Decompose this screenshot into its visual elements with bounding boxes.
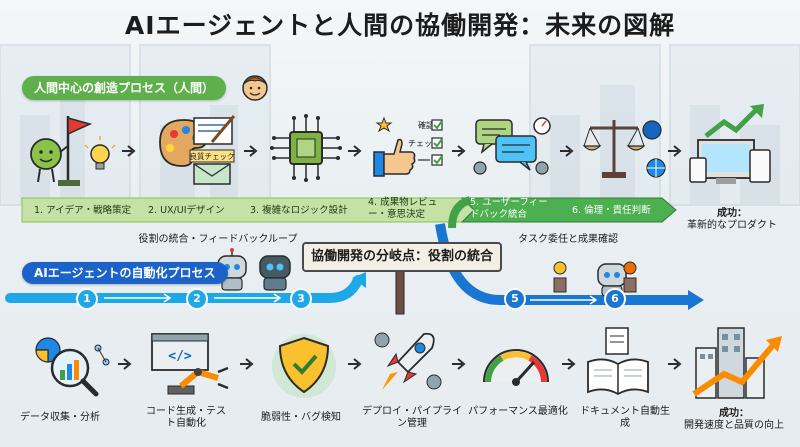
ai-step-6: ドキュメント自動生成: [580, 406, 670, 429]
arrow-right-icon: [118, 358, 132, 370]
arrow-right-icon: [562, 358, 576, 370]
arrow-right-icon: [560, 145, 574, 157]
human-success-caption: 成功： 革新的なプロダクト: [676, 208, 788, 232]
delegation-label: タスク委任と成果確認: [518, 234, 618, 245]
person-avatar-icon: [242, 75, 268, 101]
arrow-right-icon: [348, 145, 362, 157]
ai-step-5: パフォーマンス最適化: [468, 406, 568, 417]
human-success-title: 成功：: [717, 208, 747, 219]
ai-step-number-5: 5: [504, 288, 526, 310]
human-process-label: 人間中心の創造プロセス（人間）: [22, 76, 227, 100]
code-robot-arm-icon: </>: [151, 333, 229, 395]
page-title: AIエージェントと人間の協働開発：未来の図解: [124, 11, 676, 40]
human-success-subtitle: 革新的なプロダクト: [687, 220, 777, 231]
arrow-right-icon: [240, 358, 254, 370]
human-process-ribbon: [21, 197, 677, 223]
check-text-1: 確認: [418, 120, 434, 130]
idea-character-icon: [30, 116, 116, 186]
human-step-2: 2. UX/UIデザイン: [148, 205, 225, 216]
arrow-right-icon: [452, 358, 466, 370]
human-step-3: 3. 複雑なロジック設計: [250, 205, 348, 216]
human-step-1: 1. アイデア・戦略策定: [34, 205, 132, 216]
data-analysis-icon: [35, 337, 110, 397]
ai-step-number-1: 1: [76, 288, 98, 310]
human-step-6: 6. 倫理・責任判断: [572, 205, 651, 216]
ai-process-label: AIエージェントの自動化プロセス: [22, 262, 228, 284]
ai-step-number-6: 6: [604, 288, 626, 310]
feedback-chat-icon: [473, 117, 551, 175]
check-text-2: チェック: [408, 139, 440, 148]
security-shield-icon: [272, 334, 336, 398]
arrow-right-icon: [348, 358, 362, 370]
ai-step-2: コード生成・テスト自動化: [146, 406, 226, 429]
success-product-icon: [689, 104, 771, 184]
code-glyph: </>: [168, 349, 192, 364]
ethics-scale-icon: [582, 120, 666, 178]
design-note-text: 良質チェック: [190, 151, 235, 161]
logic-circuit-icon: [270, 114, 342, 182]
feedback-loop-label: 役割の統合・フィードバックループ: [138, 234, 298, 245]
ai-step-number-3: 3: [290, 288, 312, 310]
documentation-book-icon: [587, 327, 649, 396]
ai-success-title: 成功：: [719, 408, 749, 419]
arrow-right-icon: [244, 145, 258, 157]
ai-success-caption: 成功： 開発速度と品質の向上: [672, 408, 796, 432]
arrow-right-icon: [452, 145, 466, 157]
ai-step-3: 脆弱性・バグ検知: [261, 412, 341, 423]
palette-design-icon: 良質チェック: [159, 115, 236, 185]
human-step-4: 4. 成果物レビュー・意思決定: [368, 197, 438, 220]
ai-step-4: デプロイ・パイプライン管理: [362, 406, 462, 429]
arrow-right-icon: [122, 145, 136, 157]
ai-step-1: データ収集・分析: [20, 412, 100, 423]
deploy-rocket-icon: [374, 332, 442, 390]
success-growth-icon: [692, 327, 782, 399]
arrow-right-icon: [668, 145, 682, 157]
performance-gauge-icon: [483, 349, 549, 386]
ai-step-number-2: 2: [186, 288, 208, 310]
human-step-5: 5. ユーザーフィードバック統合: [470, 197, 548, 220]
ai-success-subtitle: 開発速度と品質の向上: [684, 420, 784, 431]
arrow-right-icon: [668, 358, 682, 370]
plants-icon: [553, 261, 637, 293]
thumbs-up-review-icon: 確認 チェック: [373, 116, 443, 177]
center-sign: 協働開発の分岐点：役割の統合: [302, 242, 502, 272]
